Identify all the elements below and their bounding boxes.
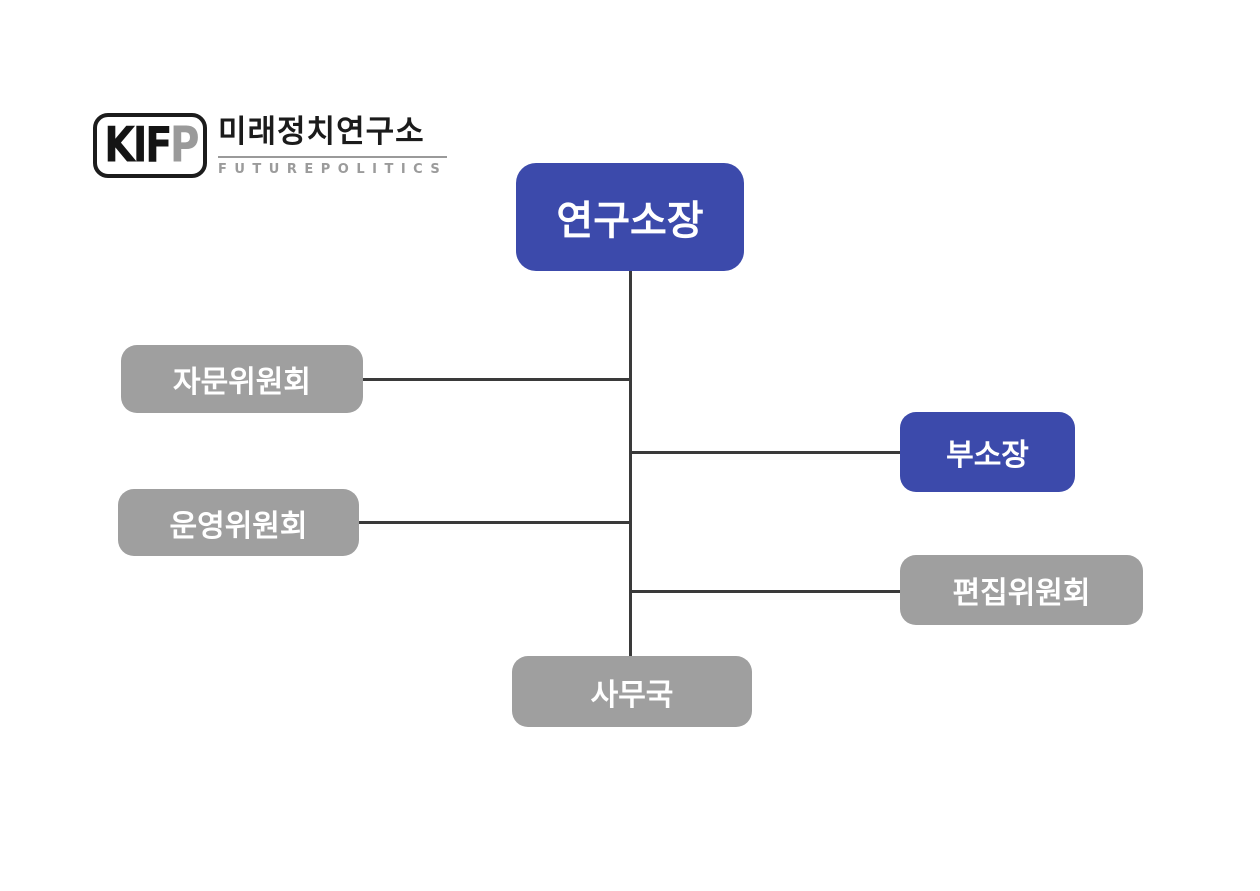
org-node-steering: 운영위원회 — [118, 489, 359, 556]
kifp-logo-badge: KIFP — [93, 113, 207, 178]
org-node-director: 연구소장 — [516, 163, 744, 271]
connector-editorial-horizontal — [630, 590, 900, 593]
logo: KIFP 미래정치연구소 FUTUREPOLITICS — [93, 113, 448, 178]
logo-acronym-accent: P — [169, 116, 199, 174]
org-node-advisory: 자문위원회 — [121, 345, 363, 413]
logo-english-name: FUTUREPOLITICS — [218, 161, 448, 177]
org-node-editorial: 편집위원회 — [900, 555, 1143, 625]
connector-steering-horizontal — [358, 521, 630, 524]
logo-acronym: KIFP — [104, 120, 200, 170]
logo-wordmark: 미래정치연구소 FUTUREPOLITICS — [218, 113, 448, 177]
connector-trunk-vertical — [629, 271, 632, 658]
org-node-deputy: 부소장 — [900, 412, 1075, 492]
connector-deputy-horizontal — [630, 451, 900, 454]
logo-acronym-main: KIF — [103, 116, 173, 174]
logo-korean-name: 미래정치연구소 — [218, 114, 448, 158]
org-node-office: 사무국 — [512, 656, 752, 727]
connector-advisory-horizontal — [363, 378, 630, 381]
